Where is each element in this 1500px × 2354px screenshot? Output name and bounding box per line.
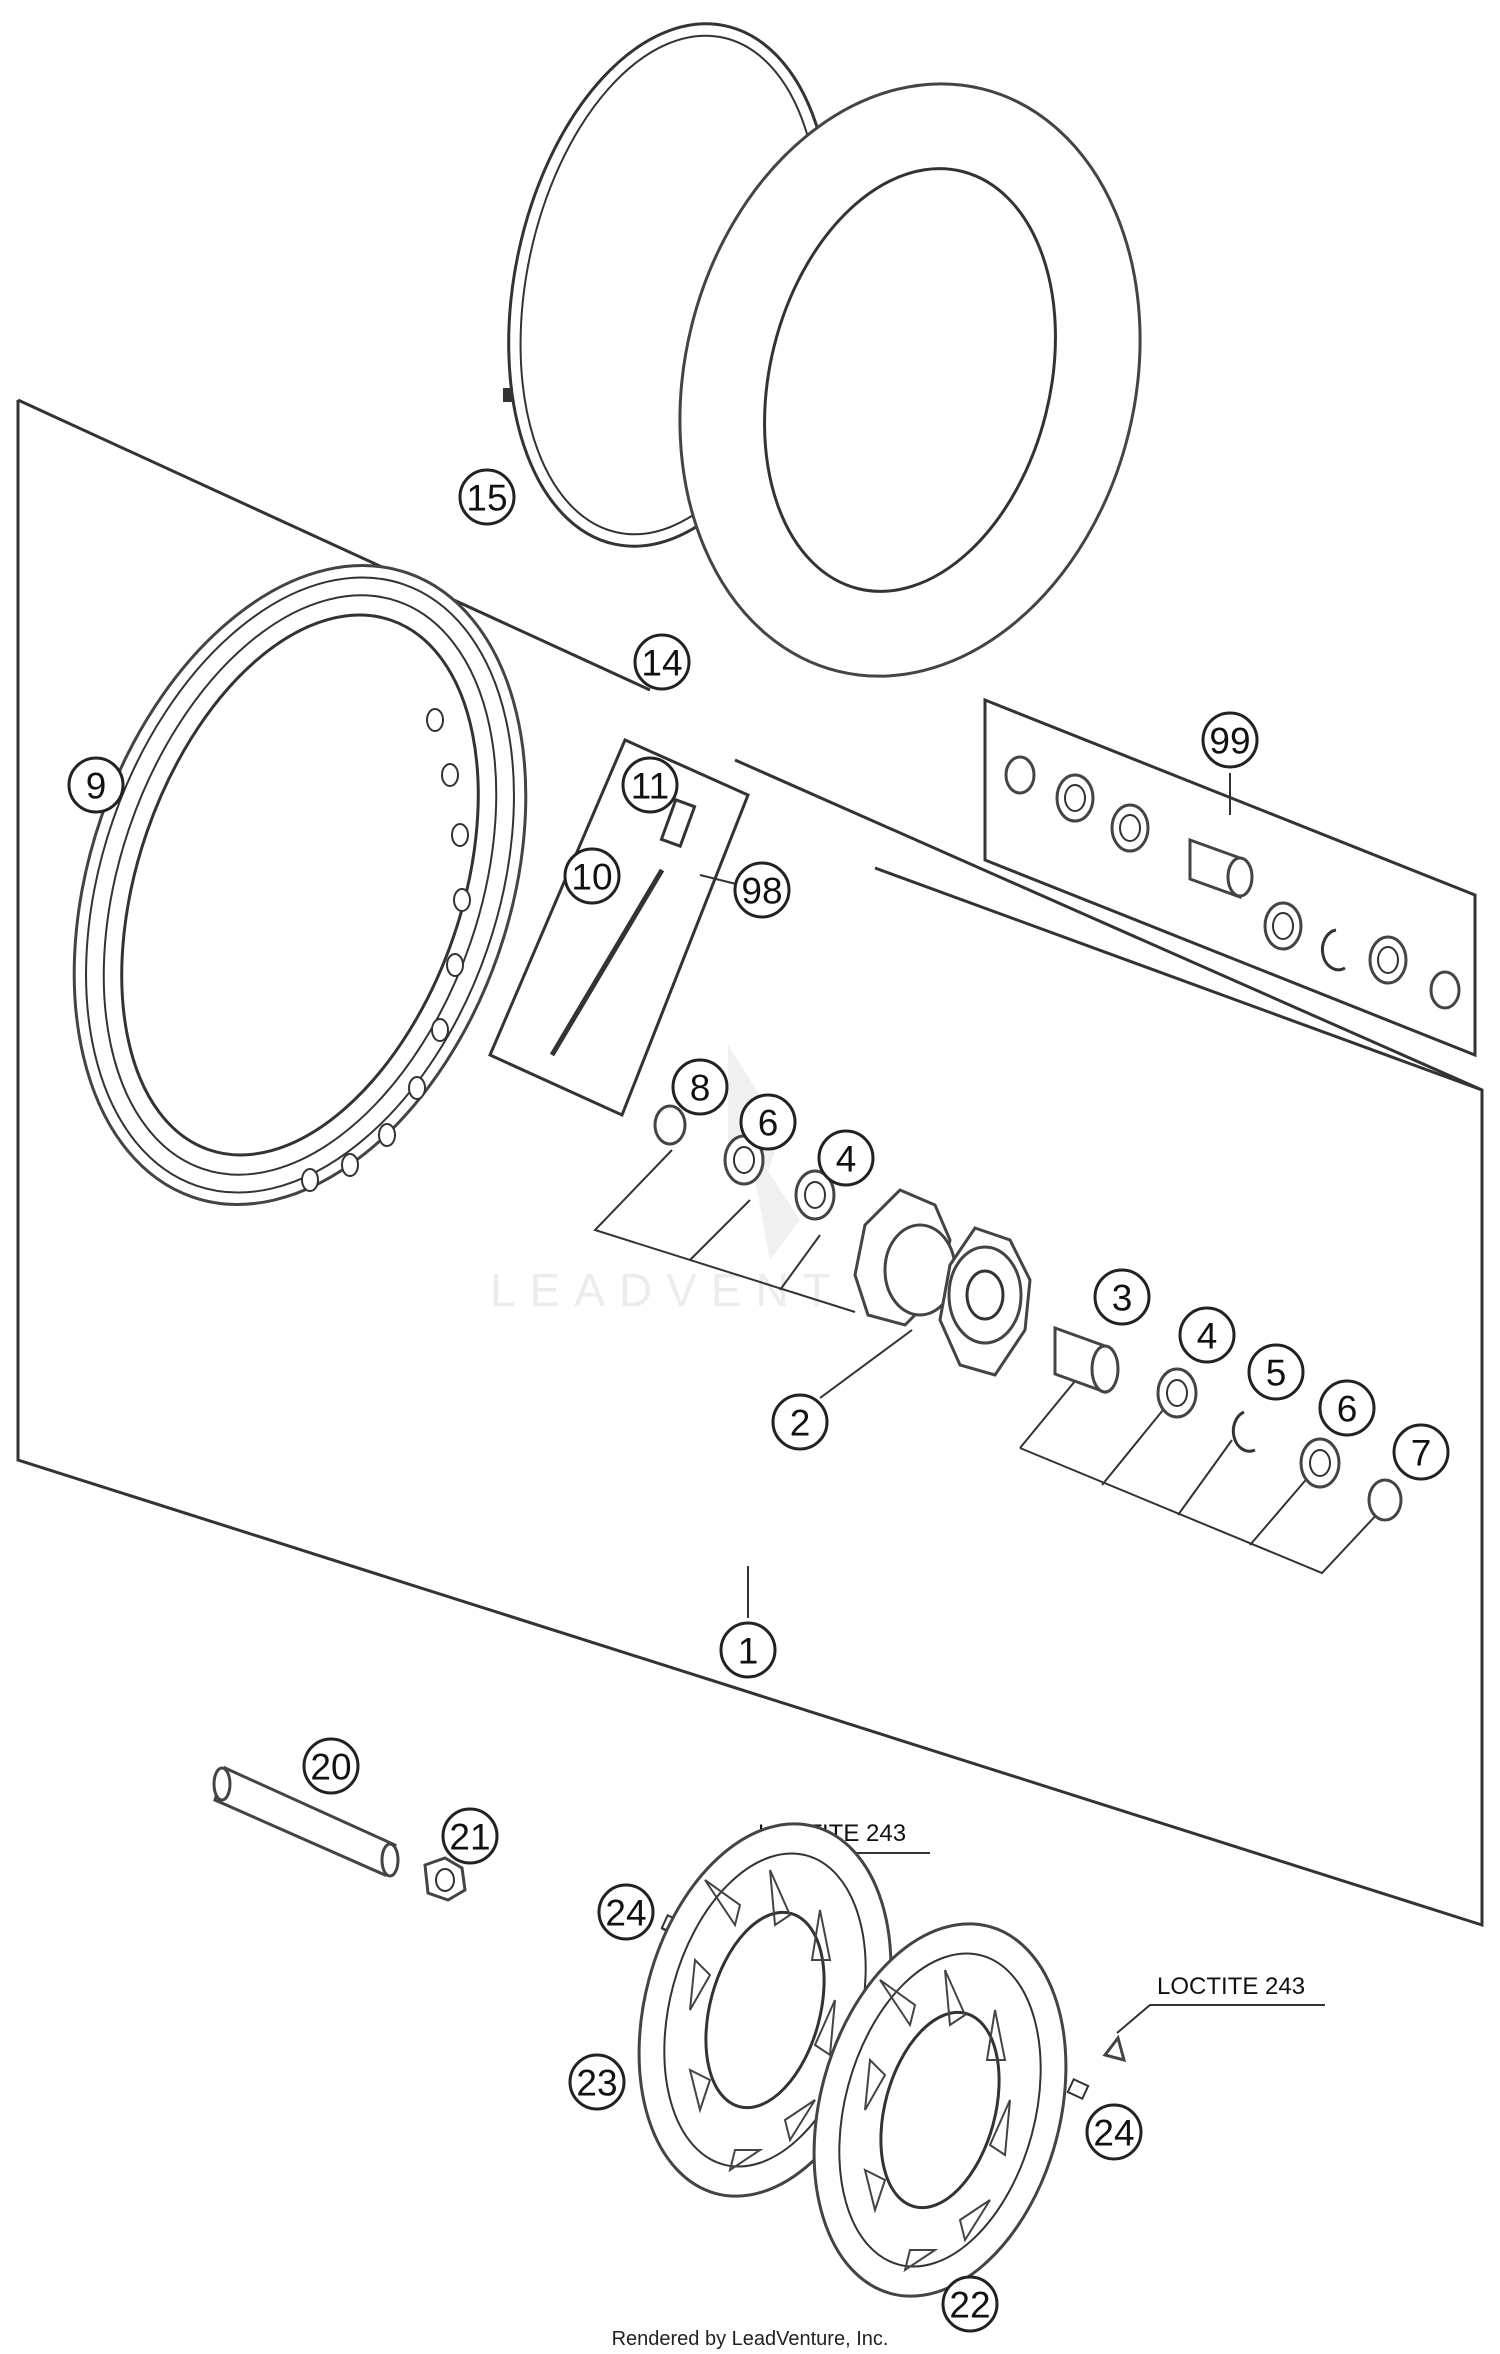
callout-c4b: 4 — [1178, 1306, 1236, 1364]
callout-number: 11 — [631, 766, 669, 807]
callout-number: 9 — [86, 766, 107, 807]
callout-circle — [733, 861, 791, 919]
callout-c23: 23 — [568, 2053, 626, 2111]
callout-number: 10 — [571, 857, 612, 898]
callout-number: 98 — [741, 871, 782, 912]
callout-number: 8 — [690, 1068, 711, 1109]
callout-c98: 98 — [733, 861, 791, 919]
callout-number: 5 — [1266, 1353, 1287, 1394]
callout-circle — [441, 1807, 499, 1865]
spoke-kit — [488, 738, 750, 1118]
brake-disc-rear-vents — [688, 1869, 836, 2173]
callout-circle — [568, 2053, 626, 2111]
callout-circle — [563, 847, 621, 905]
callout-circle — [719, 1621, 777, 1679]
callout-number: 24 — [605, 1893, 646, 1934]
callout-number: 99 — [1209, 721, 1250, 762]
callout-c1: 1 — [719, 1621, 777, 1679]
callout-number: 6 — [1337, 1389, 1358, 1430]
callout-c7: 7 — [1392, 1423, 1450, 1481]
callout-circle — [458, 468, 516, 526]
callout-c22: 22 — [941, 2275, 999, 2333]
watermark: LEADVENT — [490, 1045, 845, 1316]
brake-disc-front — [812, 1922, 1068, 2298]
callout-c8: 8 — [671, 1058, 729, 1116]
callout-number: 6 — [758, 1103, 779, 1144]
spoke — [549, 868, 665, 1057]
bearing-kit — [983, 697, 1477, 1058]
render-credit: Rendered by LeadVenture, Inc. — [612, 2328, 889, 2350]
callout-number: 14 — [641, 643, 682, 684]
callout-c5: 5 — [1247, 1343, 1305, 1401]
callout-c3: 3 — [1093, 1268, 1151, 1326]
callout-number: 22 — [949, 2285, 990, 2326]
callout-c21: 21 — [441, 1807, 499, 1865]
callout-circle — [67, 756, 125, 814]
loctite-note-2: LOCTITE 243 — [1066, 1973, 1325, 2101]
callout-c2: 2 — [771, 1393, 829, 1451]
callout-c15: 15 — [458, 468, 516, 526]
callout-circle — [633, 633, 691, 691]
callout-number: 15 — [466, 478, 507, 519]
callout-circle — [739, 1093, 797, 1151]
rim — [72, 564, 528, 1206]
hub-left-parts — [593, 1104, 856, 1313]
callout-circle — [671, 1058, 729, 1116]
callout-2-leader — [819, 1329, 913, 1399]
callout-circle — [1085, 2103, 1143, 2161]
callout-circle — [597, 1883, 655, 1941]
callout-circle — [621, 756, 679, 814]
callout-c11: 11 — [621, 756, 679, 814]
callout-circle — [1318, 1379, 1376, 1437]
callout-c9: 9 — [67, 756, 125, 814]
callout-number: 4 — [1197, 1316, 1218, 1357]
rim-spoke-holes — [301, 708, 471, 1192]
callout-circle — [771, 1393, 829, 1451]
hub-right-parts — [1019, 1325, 1403, 1575]
callout-circle — [817, 1129, 875, 1187]
callout-c24a: 24 — [597, 1883, 655, 1941]
callout-number: 3 — [1112, 1278, 1133, 1319]
axle — [212, 1765, 400, 1878]
callout-c20: 20 — [302, 1737, 360, 1795]
wheel-assembly-outline-right — [874, 866, 1483, 1092]
callout-number: 20 — [310, 1747, 351, 1788]
callout-c10: 10 — [563, 847, 621, 905]
callout-number: 24 — [1093, 2113, 1134, 2154]
watermark-logo-icon — [728, 1045, 800, 1260]
hub — [819, 1188, 1032, 1399]
callout-circle — [1178, 1306, 1236, 1364]
spoke-nipple — [659, 797, 697, 849]
wheel-assembly-outline — [16, 400, 1484, 1928]
callout-c14: 14 — [633, 633, 691, 691]
callout-circle — [1392, 1423, 1450, 1481]
callout-number: 4 — [836, 1139, 857, 1180]
loctite-label-2: LOCTITE 243 — [1157, 1973, 1305, 2000]
callout-c6a: 6 — [739, 1093, 797, 1151]
callout-circle — [941, 2275, 999, 2333]
callout-c24b: 24 — [1085, 2103, 1143, 2161]
callout-98-leader — [699, 874, 741, 886]
watermark-text: LEADVENT — [490, 1264, 845, 1316]
callout-number: 7 — [1411, 1433, 1432, 1474]
callout-circle — [1093, 1268, 1151, 1326]
callout-circle — [1201, 711, 1259, 769]
callout-c99: 99 — [1201, 711, 1259, 769]
callout-c6b: 6 — [1318, 1379, 1376, 1437]
callout-number: 21 — [449, 1817, 490, 1858]
brake-disc-front-vents — [863, 1969, 1011, 2273]
callout-circle — [1247, 1343, 1305, 1401]
callout-c4a: 4 — [817, 1129, 875, 1187]
callout-circle — [302, 1737, 360, 1795]
callout-number: 23 — [576, 2063, 617, 2104]
callout-number: 2 — [790, 1403, 811, 1444]
wheel-assembly-outline-top — [17, 398, 651, 692]
tire — [678, 82, 1142, 678]
axle-nut — [423, 1856, 467, 1902]
callout-number: 1 — [738, 1631, 759, 1672]
